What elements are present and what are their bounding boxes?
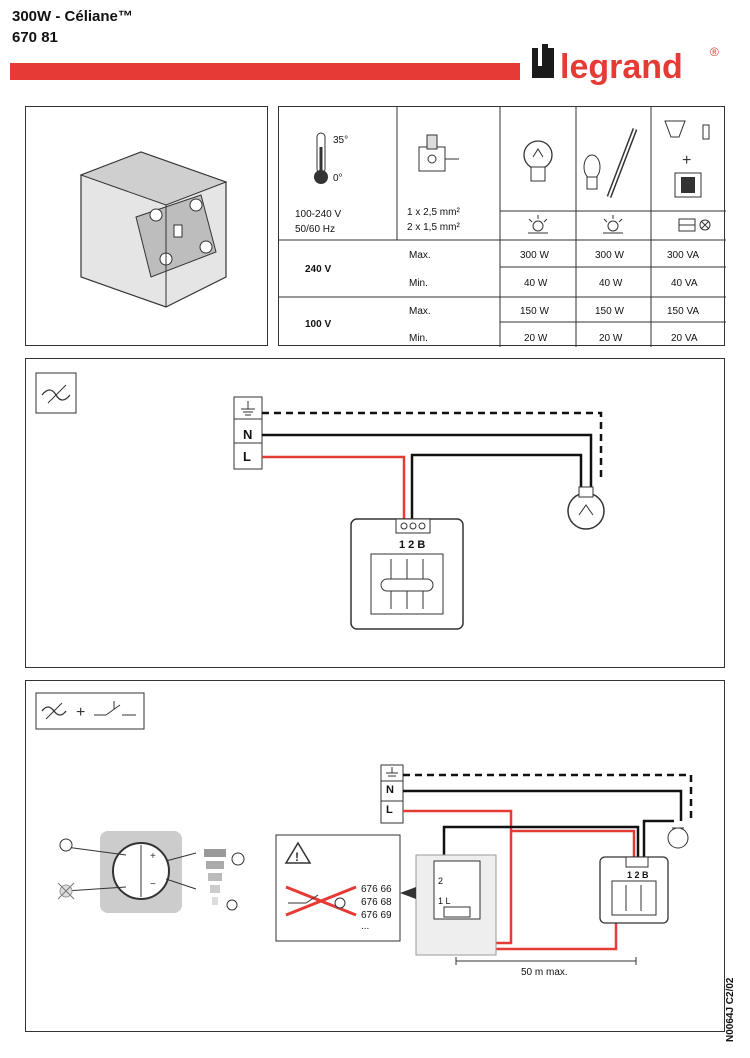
svg-text:+: +: [76, 704, 85, 721]
row-240v-max-3: 300 VA: [667, 250, 700, 261]
row-240v-min-2: 40 W: [599, 278, 623, 289]
registered-mark: ®: [710, 45, 719, 59]
svg-text:!: !: [295, 850, 299, 864]
voltage-range: 100-240 V: [295, 209, 342, 220]
wiring-diagram-with-pushbutton: +: [25, 680, 725, 1032]
dimmer-symbol-icon: [41, 702, 67, 720]
incandescent-lamp-icon: [523, 140, 553, 182]
thermometer-icon: [314, 132, 328, 184]
row-100v-max-1: 150 W: [520, 306, 549, 317]
header-red-band: [10, 63, 520, 80]
pushbutton-terminal-bottom: 1 L: [438, 896, 451, 906]
svg-text:+: +: [150, 851, 156, 862]
row-240v-voltage: 240 V: [305, 264, 332, 275]
svg-text:−: −: [150, 879, 156, 890]
pushbutton-terminal-top: 2: [438, 876, 444, 886]
row-100v-max-3: 150 VA: [667, 306, 700, 317]
earth-wire: [403, 773, 693, 821]
product-reference: 670 81: [12, 29, 58, 46]
row-100v-min-2: 20 W: [599, 333, 623, 344]
row-240v-max-1: 300 W: [520, 250, 549, 261]
warning-ref-1: 676 66: [361, 884, 392, 895]
row-240v-min-3: 40 VA: [671, 278, 698, 289]
lamp-icon: [567, 486, 605, 530]
control-wire: [442, 825, 640, 861]
wiring-diagram-single: N L 1 2 B: [25, 358, 725, 668]
halogen-lamp-icon: [583, 128, 638, 198]
product-title: 300W - Céliane™: [12, 8, 133, 25]
row-240v-max-label: Max.: [409, 250, 431, 261]
dimmable-lamp-symbol-icon: [528, 215, 711, 234]
frequency: 50/60 Hz: [295, 224, 336, 235]
row-240v-min-label: Min.: [409, 278, 428, 289]
row-100v-min-1: 20 W: [524, 333, 548, 344]
temp-max: 35°: [333, 135, 349, 146]
row-240v-min-1: 40 W: [524, 278, 548, 289]
temp-min: 0°: [333, 173, 343, 184]
warning-box: !: [275, 834, 416, 942]
spec-table: + 35° 0° 100-240 V 50/60 Hz 1 x 2,5 mm² …: [278, 106, 726, 347]
warning-ref-3: 676 69: [361, 910, 392, 921]
neutral-wire: [262, 433, 593, 489]
row-100v-min-3: 20 VA: [671, 333, 698, 344]
terminal-l-label: L: [243, 449, 251, 464]
dimmer-mechanism: [350, 518, 464, 630]
warning-ref-more: ...: [361, 921, 370, 932]
row-100v-voltage: 100 V: [305, 319, 332, 330]
neutral-wire: [403, 789, 683, 821]
distance-arrow: [455, 957, 637, 965]
earth-icon: [386, 767, 398, 777]
pushbutton-module: [415, 854, 497, 956]
terminal-screw-icon: [418, 134, 459, 172]
dimmer-terminal-labels: 1 2 B: [627, 870, 649, 880]
wire-size-2: 2 x 1,5 mm²: [407, 222, 460, 233]
distance-label: 50 m max.: [521, 967, 568, 978]
lamp-on-icon: [59, 838, 73, 852]
dimmer-symbol-icon: [35, 372, 77, 414]
warning-ref-2: 676 68: [361, 897, 392, 908]
brightness-scale-icon: [204, 849, 245, 911]
dimmer-mechanism: [599, 856, 669, 924]
dimmer-plus-pushbutton-symbol: +: [35, 692, 145, 730]
live-wire-to-dimmer: [511, 829, 636, 859]
earth-wire: [262, 411, 603, 479]
svg-text:+: +: [682, 152, 691, 169]
load-wire: [642, 819, 674, 859]
pushbutton-symbol-icon: [94, 701, 136, 716]
dimmer-terminal-labels: 1 2 B: [399, 539, 426, 551]
supply-terminal-block: [233, 396, 263, 470]
dimmer-mechanism-illustration: [79, 151, 228, 308]
lamp-icon: [667, 827, 689, 849]
row-240v-max-2: 300 W: [595, 250, 624, 261]
lamp-off-icon: [57, 882, 75, 900]
product-image-panel: [25, 106, 268, 346]
warning-icon: !: [284, 841, 312, 864]
brand-text: legrand: [560, 48, 683, 86]
document-code: N0064J C2/02: [725, 977, 736, 1043]
terminal-l-label: L: [386, 804, 393, 816]
terminal-n-label: N: [243, 427, 253, 442]
supply-terminal-block: [380, 764, 404, 824]
legrand-logo: legrand ®: [530, 42, 730, 88]
live-wire: [262, 455, 406, 521]
row-100v-max-2: 150 W: [595, 306, 624, 317]
wire-size-1: 1 x 2,5 mm²: [407, 207, 460, 218]
row-100v-min-label: Min.: [409, 333, 428, 344]
low-voltage-halogen-transformer-icon: +: [664, 120, 710, 198]
row-100v-max-label: Max.: [409, 306, 431, 317]
earth-icon: [241, 401, 255, 416]
terminal-n-label: N: [386, 784, 394, 796]
load-wire: [410, 453, 583, 521]
dimmer-control-plate: + −: [57, 831, 245, 913]
